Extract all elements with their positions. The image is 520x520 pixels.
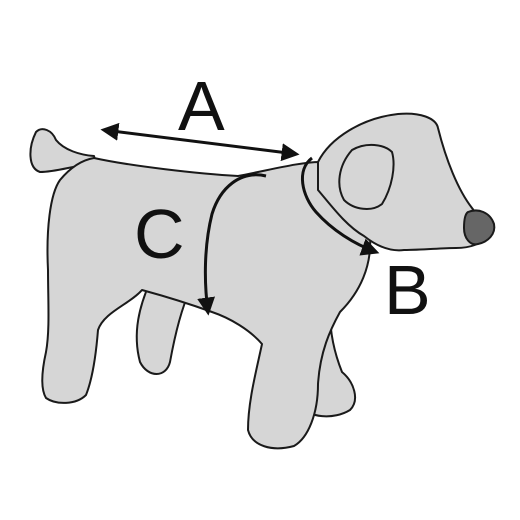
label-a: A [178,67,225,145]
label-c: C [134,195,185,273]
tail [29,128,97,173]
dog-nose [463,209,496,246]
neck-girth-arrow [300,156,380,256]
back-length-arrow [100,122,300,162]
chest-girth-arrow [197,173,267,316]
label-b: B [384,251,431,329]
far-back-leg [135,281,191,375]
dog-ear [338,144,395,210]
